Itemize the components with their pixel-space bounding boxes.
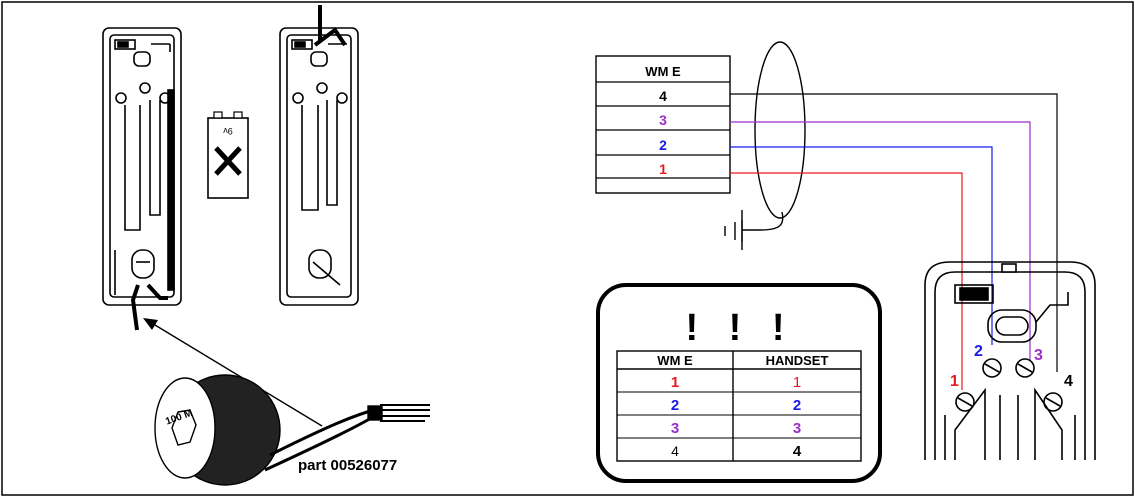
wme-terminal-1: 1 [659,161,667,177]
table-cell-wme-3: 3 [671,420,679,437]
handset-terminal-label-4: 4 [1064,373,1073,390]
wme-header: WM E [645,64,681,79]
cable-exit-left [130,283,168,331]
wme-terminal-3: 3 [659,112,667,128]
part-number: part 00526077 [298,457,397,474]
cable-shield [724,41,806,242]
cable-entry-middle [313,5,347,47]
table-header-wme: WM E [657,353,693,368]
wire-4 [730,93,1058,372]
wire-1 [730,172,963,390]
wme-terminal-2: 2 [659,137,667,153]
battery-label: 9v [223,126,233,136]
table-cell-wme-2: 2 [671,397,679,414]
arrow-to-handset [143,318,323,427]
wme-terminal-block: WM E 4 3 2 1 [595,55,731,194]
table-header-handset: HANDSET [766,353,829,368]
table-cell-handset-3: 3 [793,420,801,437]
table-cell-handset-1: 1 [793,374,801,391]
handset-terminal-label-2: 2 [974,343,983,360]
cross-icon [214,146,242,176]
table-cell-handset-2: 2 [793,397,801,414]
warning-panel: ! ! ! WM E HANDSET 1 1 2 2 3 3 4 4 [596,283,882,483]
handset-terminal-label-3: 3 [1034,347,1043,364]
handset-terminal-closeup [924,261,1096,460]
wme-terminal-4: 4 [659,88,667,104]
cable-spool [154,374,430,486]
wire-2 [730,146,993,345]
handset-terminal-label-1: 1 [950,373,959,390]
table-cell-wme-1: 1 [671,374,679,391]
warning-marks: ! ! ! [685,307,794,349]
handset-back-left [102,27,182,306]
table-cell-handset-4: 4 [793,443,802,460]
table-cell-wme-4: 4 [671,443,679,459]
wire-3 [730,121,1031,360]
battery-icon: 9v [207,111,249,199]
